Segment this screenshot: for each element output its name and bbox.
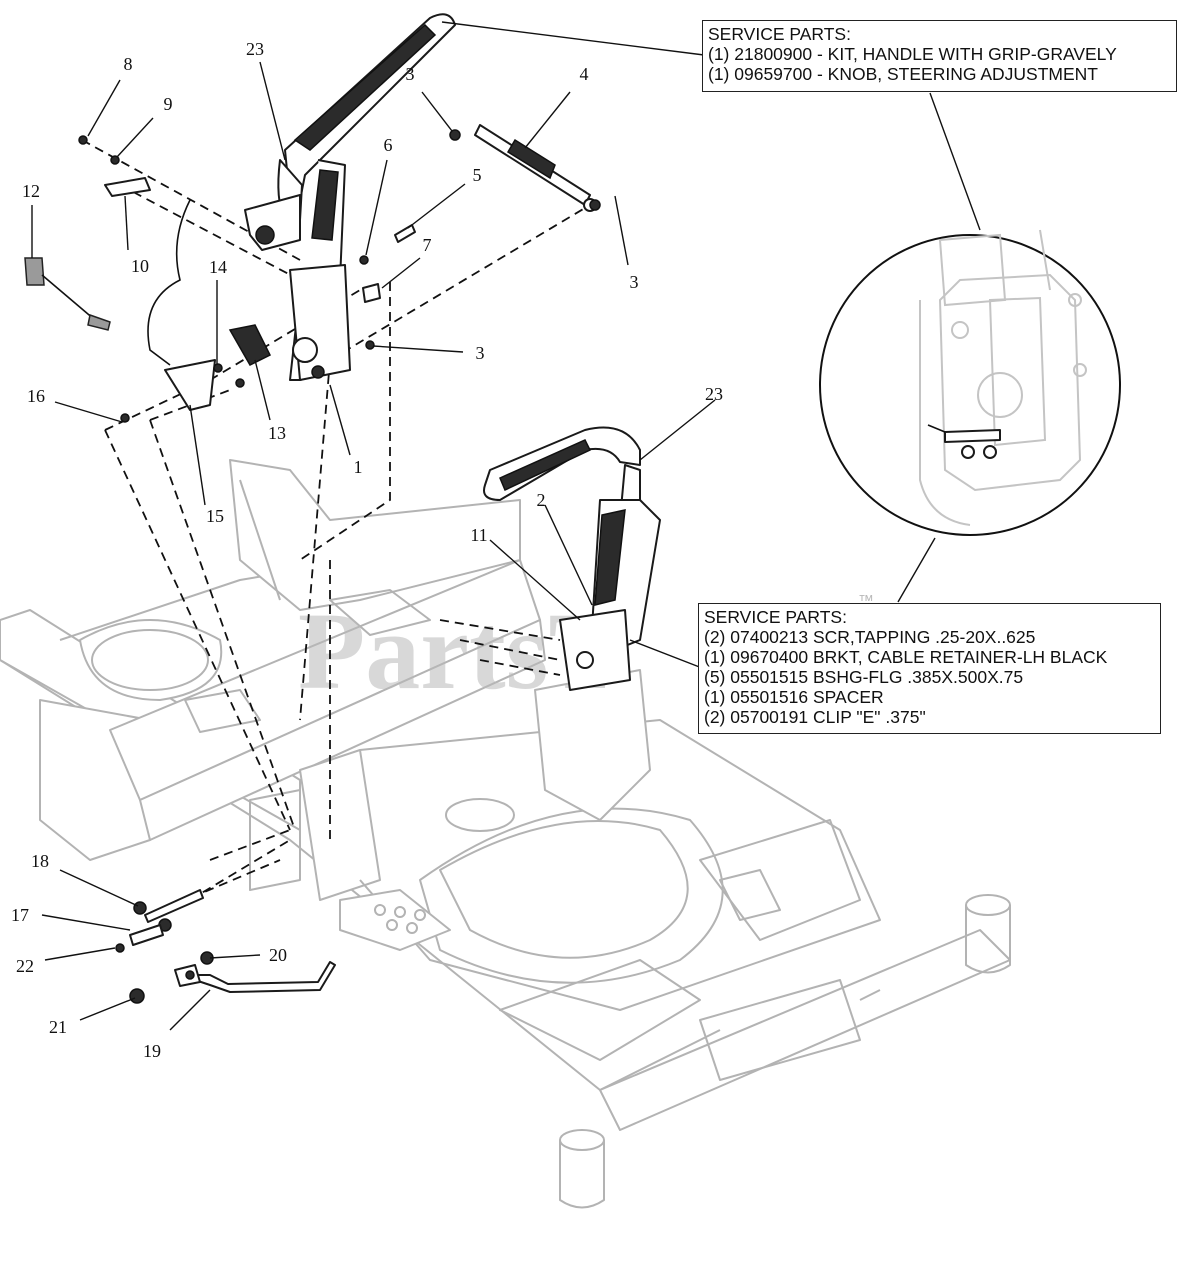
callout-17: 17 <box>11 905 29 925</box>
callout-12: 12 <box>22 181 40 201</box>
steering-handle-upper <box>277 13 456 221</box>
callout-4: 4 <box>580 64 589 84</box>
rod-19 <box>174 961 336 993</box>
service-part-line: (5) 05501515 BSHG-FLG .385X.500X.75 <box>704 667 1024 687</box>
gas-spring-4 <box>474 124 597 212</box>
spacer-7 <box>362 283 381 303</box>
callout-6: 6 <box>384 135 393 155</box>
callout-3-mid: 3 <box>476 343 485 363</box>
control-lever-1 <box>244 159 351 381</box>
callout-8: 8 <box>124 54 133 74</box>
service-part-line: (2) 05700191 CLIP "E" .375" <box>704 707 926 727</box>
callout-19: 19 <box>143 1041 161 1061</box>
callout-5: 5 <box>473 165 482 185</box>
service-part-line: (1) 09670400 BRKT, CABLE RETAINER-LH BLA… <box>704 647 1108 667</box>
callout-18: 18 <box>31 851 49 871</box>
callout-7: 7 <box>423 235 432 255</box>
bracket-15 <box>164 359 216 411</box>
bracket-10 <box>104 177 151 197</box>
callout-2: 2 <box>537 490 546 510</box>
callout-10: 10 <box>131 256 149 276</box>
callout-23-bottom: 23 <box>705 384 723 404</box>
callout-3-right: 3 <box>630 272 639 292</box>
service-parts-heading: SERVICE PARTS: <box>704 607 847 627</box>
callout-14: 14 <box>209 257 227 277</box>
callout-20: 20 <box>269 945 287 965</box>
service-part-line: (1) 21800900 - KIT, HANDLE WITH GRIP-GRA… <box>708 44 1117 64</box>
bracket-13 <box>228 324 272 366</box>
callout-15: 15 <box>206 506 224 526</box>
service-part-line: (1) 09659700 - KNOB, STEERING ADJUSTMENT <box>708 64 1098 84</box>
pin-5 <box>394 224 416 243</box>
service-parts-heading: SERVICE PARTS: <box>708 24 851 44</box>
callout-1: 1 <box>354 457 363 477</box>
callout-22: 22 <box>16 956 34 976</box>
callout-3-top: 3 <box>406 64 415 84</box>
assembly-dashed-lines <box>81 139 591 916</box>
detail-circle <box>819 229 1121 536</box>
callout-numbers: 8 9 10 12 14 16 15 13 1 23 3 4 5 6 7 3 3… <box>11 39 723 1061</box>
control-lever-2 <box>559 499 661 691</box>
callout-11: 11 <box>470 525 487 545</box>
callout-9: 9 <box>164 94 173 114</box>
service-part-line: (2) 07400213 SCR,TAPPING .25-20X..625 <box>704 627 1036 647</box>
spring-cable-12 <box>24 199 191 366</box>
leader-lines <box>31 21 981 1031</box>
mower-frame <box>0 459 1011 1209</box>
callout-21: 21 <box>49 1017 67 1037</box>
callout-16: 16 <box>27 386 45 406</box>
service-parts-box-mid: SERVICE PARTS: (2) 07400213 SCR,TAPPING … <box>698 603 1161 734</box>
hardware-bolts <box>78 129 601 1004</box>
service-part-line: (1) 05501516 SPACER <box>704 687 884 707</box>
service-parts-box-top: SERVICE PARTS: (1) 21800900 - KIT, HANDL… <box>702 20 1177 92</box>
callout-23-top: 23 <box>246 39 264 59</box>
footrest-holes <box>374 904 426 934</box>
callout-13: 13 <box>268 423 286 443</box>
